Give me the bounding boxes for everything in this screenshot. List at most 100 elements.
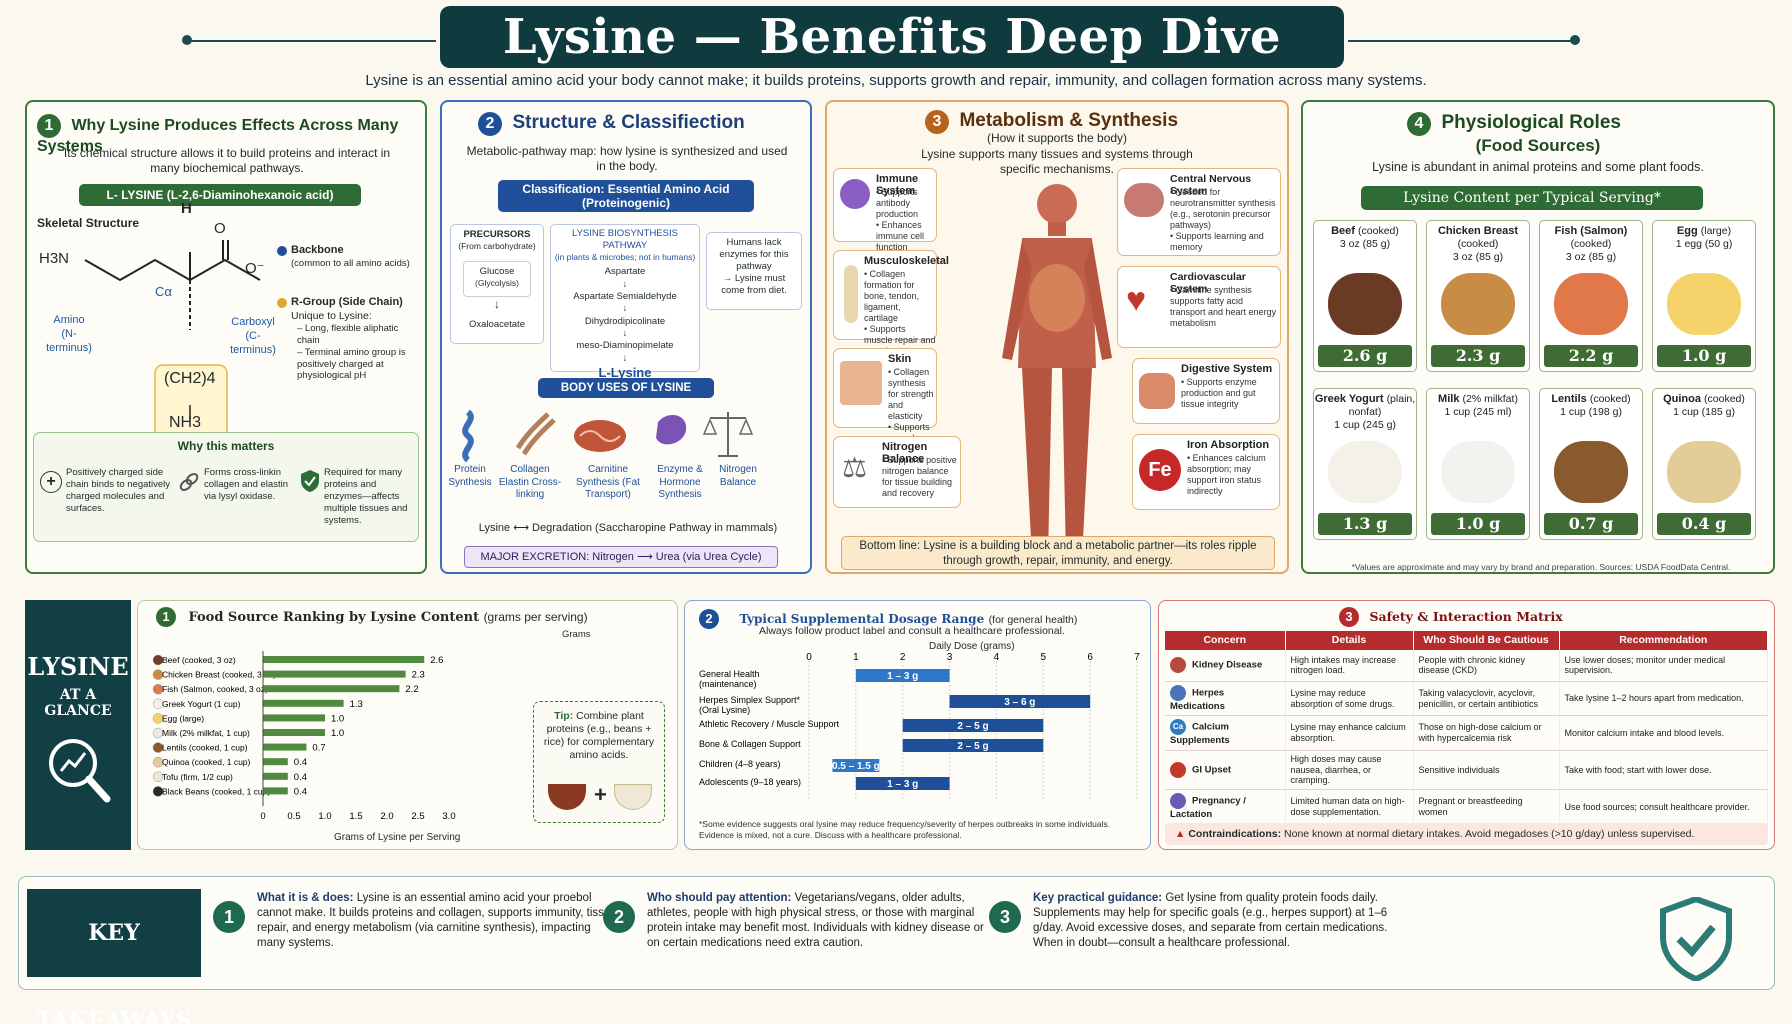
rgroup-legend-dot (277, 298, 287, 308)
rank-bar (263, 758, 288, 766)
brain-icon (1124, 183, 1164, 217)
header-rule-right (1348, 40, 1576, 42)
food-lysine-value: 1.0 g (1431, 513, 1525, 535)
food-icon (152, 727, 164, 739)
takeaway-body: Lysine is an essential amino acid your p… (257, 892, 617, 949)
pathway-steps: Aspartate↓ Aspartate Semialdehyde↓ Dihyd… (551, 266, 699, 382)
food-qualifier: (plain, nonfat) (1348, 393, 1416, 419)
panel1-desc: Its chemical structure allows it to buil… (63, 146, 391, 175)
arrow-down-icon: ↓ (494, 297, 500, 311)
heart-icon: ♥ (1126, 281, 1147, 319)
degradation-line: Lysine ⟷ Degradation (Saccharopine Pathw… (478, 522, 778, 534)
dose-desc: Always follow product label and consult … (759, 625, 1065, 637)
skeletal-label: Skeletal Structure (37, 216, 140, 230)
amino-label: Amino(N-terminus) (39, 314, 99, 355)
humans-note-box: Humans lack enzymes for this pathway → L… (706, 232, 802, 310)
rank-category-label: Quinoa (cooked, 1 cup) (162, 757, 251, 767)
food-name: Chicken Breast (cooked)3 oz (85 g) (1427, 225, 1529, 264)
skin-layers-icon (840, 361, 882, 405)
food-image (1441, 273, 1515, 335)
panel4-title-2: (Food Sources) (1475, 136, 1601, 155)
food-name-text: Egg (1676, 225, 1698, 237)
food-name-text: Greek Yogurt (1314, 393, 1384, 405)
skin-box: Skin Collagen synthesis for strength and… (833, 348, 937, 454)
lysine-name-bar: L- LYSINE (L-2,6-Diaminohexanoic acid) (79, 184, 361, 206)
takeaway-number: 3 (989, 901, 1021, 933)
shield-check-icon (301, 470, 319, 492)
food-serving: 3 oz (85 g) (1565, 251, 1617, 264)
dose-header: 2 Typical Supplemental Dosage Range (for… (699, 609, 1139, 629)
precursors-box: PRECURSORS (From carbohydrate) Glucose(G… (450, 224, 544, 344)
musculoskeletal-box: Musculoskeletal Collagen formation for b… (833, 250, 949, 356)
use-carnitine: Carnitine Synthesis (Fat Transport) (576, 464, 640, 500)
rank-bar (263, 787, 288, 795)
safety-recommendation: Take with food; start with lower dose. (1559, 750, 1768, 791)
food-serving: 1 cup (245 g) (1334, 419, 1396, 432)
food-qualifier: (2% milkfat) (1462, 393, 1518, 405)
food-card: Milk (2% milkfat)1 cup (245 ml)1.0 g (1426, 388, 1530, 540)
backbone-title: Backbone (291, 244, 344, 256)
rank-bar (263, 772, 288, 780)
safety-header: 3 Safety & Interaction Matrix (1339, 607, 1639, 627)
humans-note-2: → Lysine must come from diet. (721, 272, 787, 296)
safety-concern: Pregnancy / Lactation (1170, 795, 1246, 821)
dose-range-label: 2 – 5 g (957, 741, 988, 752)
backbone-desc: (common to all amino acids) (291, 257, 410, 269)
body-uses-bar: BODY USES OF LYSINE (538, 378, 714, 398)
dose-category-label: Herpes Simplex Support*(Oral Lysine) (699, 695, 801, 715)
food-serving: 1 cup (198 g) (1560, 406, 1622, 419)
plus-sign: + (594, 782, 607, 807)
glucose-text: Glucose (479, 266, 515, 277)
rank-number: 1 (156, 607, 176, 627)
dig-title: Digestive System (1181, 363, 1273, 375)
tip-body: Combine plant proteins (e.g., beans + ri… (543, 710, 655, 762)
why-point-3: Required for many proteins and enzymes—a… (324, 467, 408, 526)
rank-bar (263, 743, 307, 751)
kidney-icon (1170, 657, 1186, 674)
panel3-header: 3 Metabolism & Synthesis (925, 110, 1225, 134)
step-diaminopimelate: meso-Diaminopimelate (576, 340, 674, 352)
protein-icon (462, 409, 474, 463)
use-nitrogen: Nitrogen Balance (719, 464, 757, 488)
food-name-text: Beef (1331, 225, 1355, 237)
safety-concern: Herpes Medications (1170, 687, 1225, 713)
food-name-text: Quinoa (1663, 393, 1701, 405)
safety-recommendation: Monitor calcium intake and blood levels. (1559, 715, 1768, 751)
rank-category-label: Tofu (firm, 1/2 cup) (162, 772, 233, 782)
dose-x-tick: 1 (853, 652, 859, 663)
safety-who: People with chronic kidney disease (CKD) (1413, 649, 1560, 683)
rank-x-tick: 2.5 (411, 811, 424, 821)
c-alpha-label: Cα (155, 284, 172, 299)
safety-column-header: Concern (1165, 631, 1286, 650)
food-name-text: Chicken Breast (1437, 225, 1519, 237)
dig-list: Supports enzyme production and gut tissu… (1181, 377, 1277, 410)
calcium-icon: Ca (1170, 719, 1186, 736)
dose-category-label: General Health(maintenance) (699, 669, 760, 689)
rank-category-label: Lentils (cooked, 1 cup) (162, 743, 248, 753)
header-dot-right (1570, 35, 1580, 45)
rice-bowl-icon (614, 784, 652, 810)
why-matters-title: Why this matters (177, 439, 275, 453)
rank-bar (263, 670, 406, 678)
stomach-icon (1170, 762, 1186, 779)
dose-x-tick: 0 (806, 652, 812, 663)
dose-category-label: Adolescents (9–18 years) (699, 777, 801, 787)
takeaway-text: Who should pay attention: Vegetarians/ve… (647, 891, 997, 951)
carboxyl-label: Carboxyl(C-terminus) (223, 316, 283, 357)
food-qualifier: (cooked) (1570, 238, 1612, 251)
food-card: Fish (Salmon) (cooked)3 oz (85 g)2.2 g (1539, 220, 1643, 372)
panel3-title: Metabolism & Synthesis (959, 110, 1179, 132)
rank-value-label: 0.4 (294, 772, 307, 783)
food-name: Greek Yogurt (plain, nonfat)1 cup (245 g… (1314, 393, 1416, 432)
rank-value-label: 0.7 (312, 743, 325, 754)
musc-list: Collagen formation for bone, tendon, lig… (864, 269, 936, 357)
food-card: Lentils (cooked)1 cup (198 g)0.7 g (1539, 388, 1643, 540)
step-arrow: ↓ (622, 352, 628, 364)
food-name-text: Milk (1438, 393, 1460, 405)
rank-x-tick: 3.0 (442, 811, 455, 821)
safety-details: High doses may cause nausea, diarrhea, o… (1285, 750, 1414, 791)
rgroup-point-2: – Terminal amino group is positively cha… (297, 346, 406, 382)
